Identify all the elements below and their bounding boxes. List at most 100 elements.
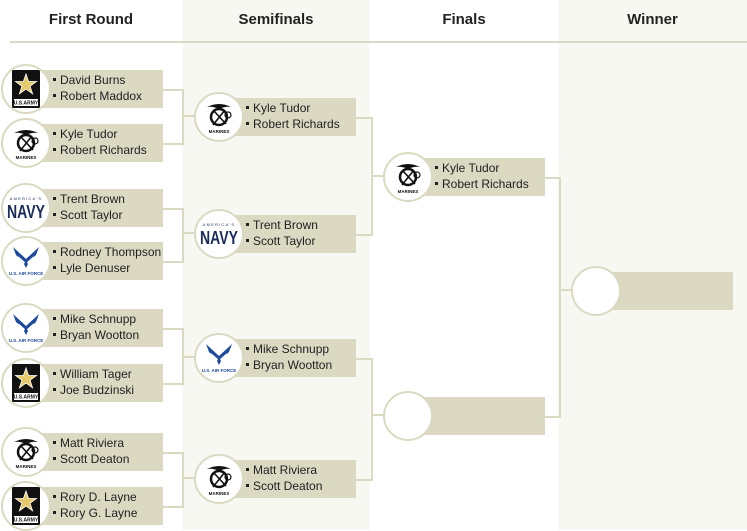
player-name: Bryan Wootton xyxy=(246,358,332,374)
connector-line xyxy=(182,208,184,263)
navy-logo-icon: AMERICA'S NAVY xyxy=(194,209,244,259)
header-semifinals: Semifinals xyxy=(238,11,314,28)
header-finals: Finals xyxy=(442,11,486,28)
svg-text:AMERICA'S: AMERICA'S xyxy=(203,222,235,227)
player-name: Kyle Tudor xyxy=(435,161,529,177)
player-name: William Tager xyxy=(53,367,134,383)
svg-text:MARINES: MARINES xyxy=(16,155,37,160)
player-name: Rory G. Layne xyxy=(53,506,137,522)
connector-line xyxy=(163,143,182,145)
svg-text:U.S. AIR FORCE: U.S. AIR FORCE xyxy=(202,368,237,373)
empty-logo-slot xyxy=(571,266,621,316)
marines-logo-icon: MARINES xyxy=(1,427,51,477)
finals-column xyxy=(370,0,558,530)
army-logo-icon: U.S.ARMY xyxy=(1,64,51,114)
player-name: Matt Riviera xyxy=(246,463,322,479)
connector-line xyxy=(356,358,371,360)
connector-line xyxy=(356,117,371,119)
connector-line xyxy=(163,452,182,454)
svg-text:NAVY: NAVY xyxy=(200,228,238,248)
player-name: Rodney Thompson xyxy=(53,245,161,261)
connector-line xyxy=(163,89,182,91)
svg-text:MARINES: MARINES xyxy=(209,491,230,496)
player-name: Scott Taylor xyxy=(53,208,125,224)
player-name: Scott Deaton xyxy=(246,479,322,495)
player-name: Robert Richards xyxy=(53,143,147,159)
player-name: Scott Deaton xyxy=(53,452,129,468)
connector-line xyxy=(371,358,373,481)
marines-logo-icon: MARINES xyxy=(1,118,51,168)
marines-logo-icon: MARINES xyxy=(194,92,244,142)
connector-line xyxy=(545,177,559,179)
svg-text:U.S. AIR FORCE: U.S. AIR FORCE xyxy=(9,271,44,276)
empty-logo-slot xyxy=(383,391,433,441)
player-name: Matt Riviera xyxy=(53,436,129,452)
player-name: Kyle Tudor xyxy=(246,101,340,117)
player-name: Robert Maddox xyxy=(53,89,142,105)
connector-line xyxy=(182,452,184,508)
connector-line xyxy=(163,506,182,508)
connector-line xyxy=(163,261,182,263)
player-name: David Burns xyxy=(53,73,142,89)
svg-text:U.S.ARMY: U.S.ARMY xyxy=(14,518,39,524)
connector-line xyxy=(559,289,573,291)
player-name: Kyle Tudor xyxy=(53,127,147,143)
player-name: Bryan Wootton xyxy=(53,328,139,344)
header-first-round: First Round xyxy=(48,11,134,28)
header-divider xyxy=(10,41,747,43)
svg-text:MARINES: MARINES xyxy=(209,129,230,134)
semifinals-column xyxy=(182,0,370,530)
connector-line xyxy=(163,328,182,330)
connector-line xyxy=(559,177,561,418)
player-name: Joe Budzinski xyxy=(53,383,134,399)
player-name: Rory D. Layne xyxy=(53,490,137,506)
connector-line xyxy=(356,479,371,481)
connector-line xyxy=(163,383,182,385)
connector-line xyxy=(182,89,184,145)
header-winner: Winner xyxy=(627,11,678,28)
connector-line xyxy=(182,477,196,479)
svg-text:MARINES: MARINES xyxy=(398,189,419,194)
connector-line xyxy=(371,414,385,416)
finals-match[interactable] xyxy=(383,391,545,441)
connector-line xyxy=(182,232,196,234)
svg-text:U.S. AIR FORCE: U.S. AIR FORCE xyxy=(9,338,44,343)
winner-column xyxy=(558,0,747,530)
player-name: Trent Brown xyxy=(246,218,318,234)
army-logo-icon: U.S.ARMY xyxy=(1,358,51,408)
player-name: Robert Richards xyxy=(435,177,529,193)
air-force-logo-icon: U.S. AIR FORCE xyxy=(1,303,51,353)
player-name: Trent Brown xyxy=(53,192,125,208)
player-name: Mike Schnupp xyxy=(246,342,332,358)
svg-text:NAVY: NAVY xyxy=(7,202,45,222)
connector-line xyxy=(545,416,559,418)
winner-match[interactable] xyxy=(571,266,733,316)
player-name: Mike Schnupp xyxy=(53,312,139,328)
connector-line xyxy=(356,234,371,236)
